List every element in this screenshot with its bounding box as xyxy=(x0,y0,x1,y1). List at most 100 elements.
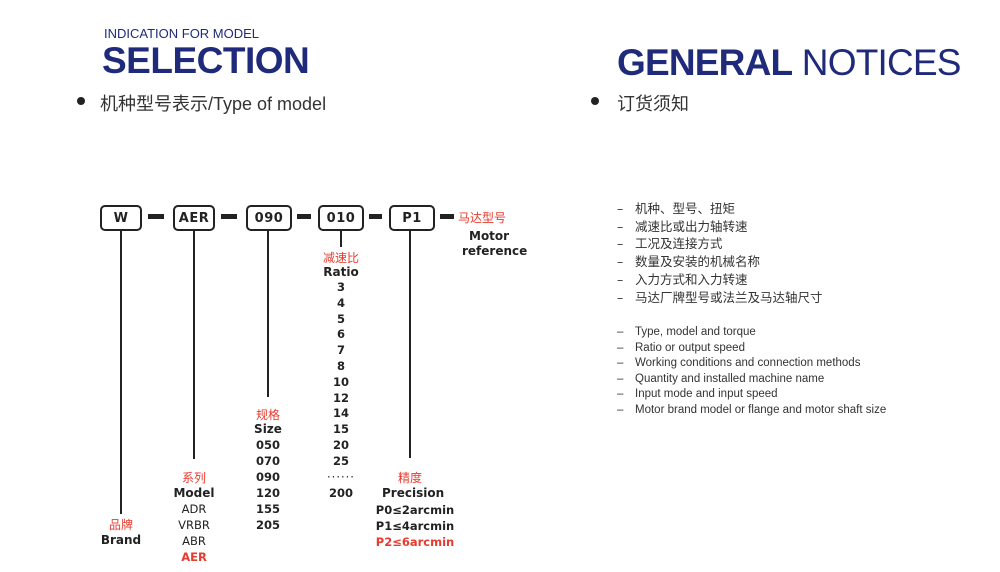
subtitle-en: /Type of model xyxy=(208,94,327,114)
notice-text: Motor brand model or flange and motor sh… xyxy=(635,403,887,416)
notice-text: 机种、型号、扭矩 xyxy=(635,201,736,216)
bullet-dot xyxy=(591,97,599,105)
dash-glyph: – xyxy=(617,236,624,252)
precision-value: P1≤4arcmin xyxy=(375,519,455,533)
model-value-highlight: AER xyxy=(181,550,207,564)
notice-text: 工况及连接方式 xyxy=(635,236,723,252)
size-value: 120 xyxy=(255,486,280,500)
ratio-value: 8 xyxy=(336,358,345,373)
notice-text: Type, model and torque xyxy=(635,326,756,338)
model-box-ratio: 010 xyxy=(318,205,364,231)
notice-text: 数量及安装的机械名称 xyxy=(635,254,761,270)
ratio-value: 4 xyxy=(336,295,345,310)
ratio-label-cn: 减速比 xyxy=(322,251,359,265)
size-value: 050 xyxy=(255,438,280,452)
notice-item-cn: –入力方式和入力转速 xyxy=(617,271,823,289)
notice-item-cn: –减速比或出力轴转速 xyxy=(617,218,823,236)
ratio-value: 12 xyxy=(332,390,349,405)
dash-glyph: – xyxy=(617,271,624,287)
dash xyxy=(369,214,382,219)
ratio-value: 20 xyxy=(332,437,349,452)
bullet-dot xyxy=(77,97,85,105)
dash-glyph: – xyxy=(617,289,624,305)
precision-values: P0≤2arcmin P1≤4arcmin P2≤6arcmin xyxy=(373,502,457,550)
notice-text: Ratio or output speed xyxy=(635,341,745,354)
motor-reference-label: reference xyxy=(462,244,528,258)
notice-item-cn: –马达厂牌型号或法兰及马达轴尺寸 xyxy=(617,289,823,307)
ratio-value: 10 xyxy=(332,374,349,389)
dash xyxy=(148,214,164,219)
model-box-label: P1 xyxy=(402,210,422,226)
size-value: 070 xyxy=(255,454,280,468)
size-value: 090 xyxy=(255,470,280,484)
ratio-value: 25 xyxy=(332,453,349,468)
precision-label-cn: 精度 xyxy=(397,471,422,485)
dash xyxy=(221,214,237,219)
dash-glyph: – xyxy=(617,326,624,338)
ratio-value: 6 xyxy=(336,327,345,342)
notice-item-en: –Motor brand model or flange and motor s… xyxy=(617,403,886,419)
notice-item-cn: –机种、型号、扭矩 xyxy=(617,200,823,218)
dash-glyph: – xyxy=(617,388,624,401)
precision-value: P0≤2arcmin xyxy=(375,503,455,517)
precision-value-highlight: P2≤6arcmin xyxy=(375,535,455,549)
size-value: 155 xyxy=(255,502,280,516)
model-box-model: AER xyxy=(173,205,215,231)
dash-glyph: – xyxy=(617,357,624,370)
model-values: ADR VRBR ABR AER xyxy=(172,501,216,565)
model-label-cn: 系列 xyxy=(181,471,206,485)
model-value: VRBR xyxy=(178,518,210,532)
ratio-value: 200 xyxy=(328,486,353,501)
model-label-en: Model xyxy=(173,486,215,500)
heading-notices: NOTICES xyxy=(792,42,962,83)
size-values: 050 070 090 120 155 205 xyxy=(252,437,284,533)
size-label-en: Size xyxy=(254,422,282,436)
brand-label-cn: 品牌 xyxy=(108,518,133,532)
notice-text: Working conditions and connection method… xyxy=(635,357,861,370)
dash-glyph: – xyxy=(617,341,624,354)
size-label-cn: 规格 xyxy=(255,408,280,422)
dash xyxy=(297,214,311,219)
notice-item-en: –Working conditions and connection metho… xyxy=(617,356,886,372)
dash-glyph: – xyxy=(617,403,624,416)
notices-cn-list: –机种、型号、扭矩 –减速比或出力轴转速 –工况及连接方式 –数量及安装的机械名… xyxy=(617,200,823,306)
notice-text: 入力方式和入力转速 xyxy=(635,271,748,287)
heading-general: GENERAL xyxy=(617,42,793,83)
brand-leader-line xyxy=(120,231,122,514)
model-value: ADR xyxy=(181,502,207,516)
ratio-label-en: Ratio xyxy=(323,265,359,279)
heading-general-notices: GENERAL NOTICES xyxy=(617,42,961,84)
model-box-size: 090 xyxy=(246,205,292,231)
model-box-precision: P1 xyxy=(389,205,435,231)
model-box-label: 090 xyxy=(254,210,284,226)
size-value: 205 xyxy=(255,518,280,532)
ratio-values: 3 4 5 6 7 8 10 12 14 15 20 25 ······ 200 xyxy=(326,280,356,502)
model-box-label: 010 xyxy=(326,210,356,226)
notice-item-en: –Quantity and installed machine name xyxy=(617,372,886,388)
brand-label-en: Brand xyxy=(100,533,142,547)
heading-small: INDICATION FOR MODEL xyxy=(104,26,260,41)
type-of-model-title: 机种型号表示/Type of model xyxy=(100,90,326,116)
dash xyxy=(440,214,454,219)
dash-glyph: – xyxy=(617,254,624,270)
motor-label-en: Motor xyxy=(469,229,510,243)
model-box-label: W xyxy=(113,210,129,226)
ratio-ellipsis: ······ xyxy=(327,469,355,484)
notice-item-en: –Ratio or output speed xyxy=(617,341,886,357)
dash-glyph: – xyxy=(617,218,624,234)
order-notice-title: 订货须知 xyxy=(617,94,689,115)
notice-text: Input mode and input speed xyxy=(635,388,778,401)
precision-label-en: Precision xyxy=(382,486,445,500)
notice-item-cn: –数量及安装的机械名称 xyxy=(617,253,823,271)
notice-item-en: –Type, model and torque xyxy=(617,325,886,341)
model-value: ABR xyxy=(182,534,206,548)
notice-text: Quantity and installed machine name xyxy=(635,372,825,385)
notices-en-list: –Type, model and torque –Ratio or output… xyxy=(617,325,886,419)
notice-text: 马达厂牌型号或法兰及马达轴尺寸 xyxy=(635,289,823,305)
model-box-brand: W xyxy=(100,205,142,231)
motor-label-cn: 马达型号 xyxy=(458,211,507,225)
notice-text: 减速比或出力轴转速 xyxy=(635,218,748,234)
notice-item-en: –Input mode and input speed xyxy=(617,387,886,403)
ratio-leader-line xyxy=(340,231,342,247)
heading-selection: SELECTION xyxy=(102,40,310,81)
